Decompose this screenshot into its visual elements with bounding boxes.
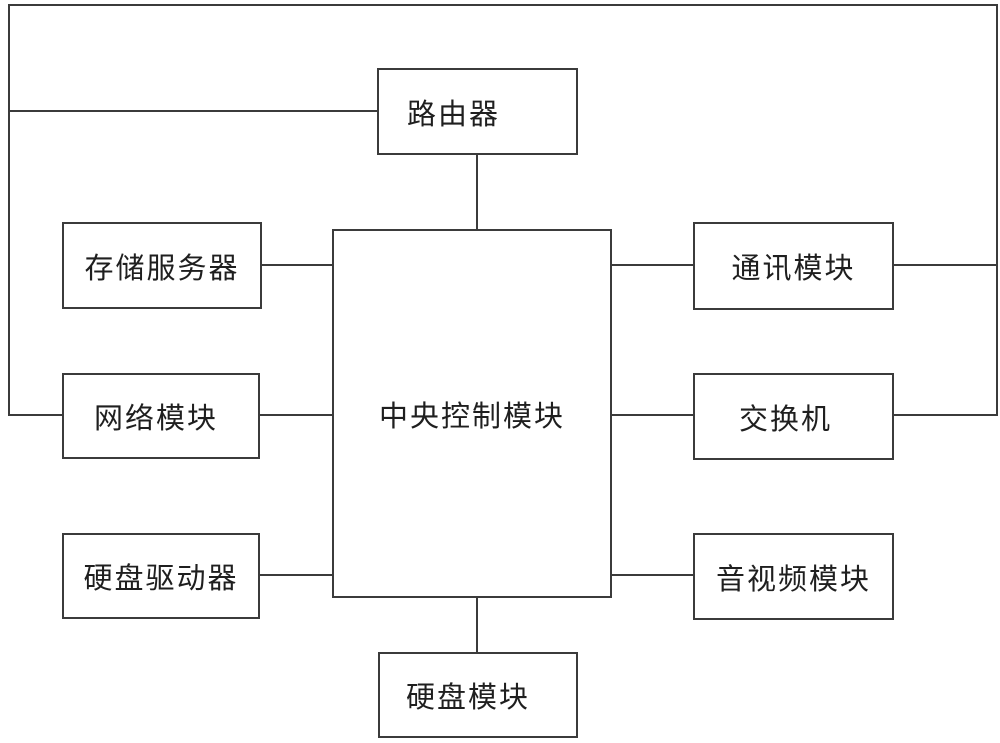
- connector-router-to-central: [476, 155, 478, 229]
- node-switch: 交换机: [693, 373, 894, 460]
- connector-comm-to-outer: [894, 264, 996, 266]
- node-communication-module: 通讯模块: [693, 222, 894, 310]
- connector-central-to-hdd-module: [476, 598, 478, 652]
- node-network-module: 网络模块: [62, 373, 260, 459]
- outer-border-right-line: [996, 4, 998, 416]
- outer-border-top-line: [8, 4, 998, 6]
- connector-central-to-comm: [612, 264, 693, 266]
- node-hard-disk-drive: 硬盘驱动器: [62, 533, 260, 619]
- connector-network-to-central: [260, 414, 332, 416]
- node-router: 路由器: [377, 68, 578, 155]
- node-hard-disk-module: 硬盘模块: [378, 652, 578, 738]
- node-network-module-label: 网络模块: [93, 403, 218, 435]
- connector-central-to-switch: [612, 414, 693, 416]
- node-router-label: 路由器: [406, 98, 500, 131]
- connector-hdd-drive-to-central: [260, 574, 332, 576]
- connector-outer-to-network: [10, 414, 62, 416]
- connector-switch-to-outer: [894, 414, 996, 416]
- node-hard-disk-module-label: 硬盘模块: [405, 682, 530, 714]
- node-central-control-module-label: 中央控制模块: [378, 400, 565, 433]
- node-audio-video-module: 音视频模块: [693, 533, 894, 620]
- node-hard-disk-drive-label: 硬盘驱动器: [83, 563, 239, 595]
- node-audio-video-module-label: 音视频模块: [715, 563, 871, 596]
- node-communication-module-label: 通讯模块: [731, 253, 856, 285]
- node-switch-label: 交换机: [738, 403, 832, 436]
- connector-central-to-av: [612, 574, 693, 576]
- node-central-control-module: 中央控制模块: [332, 229, 612, 598]
- outer-border-left-line: [8, 4, 10, 416]
- node-storage-server-label: 存储服务器: [84, 252, 240, 285]
- node-storage-server: 存储服务器: [62, 222, 262, 309]
- connector-storage-to-central: [262, 264, 332, 266]
- connector-outer-to-router: [10, 110, 377, 112]
